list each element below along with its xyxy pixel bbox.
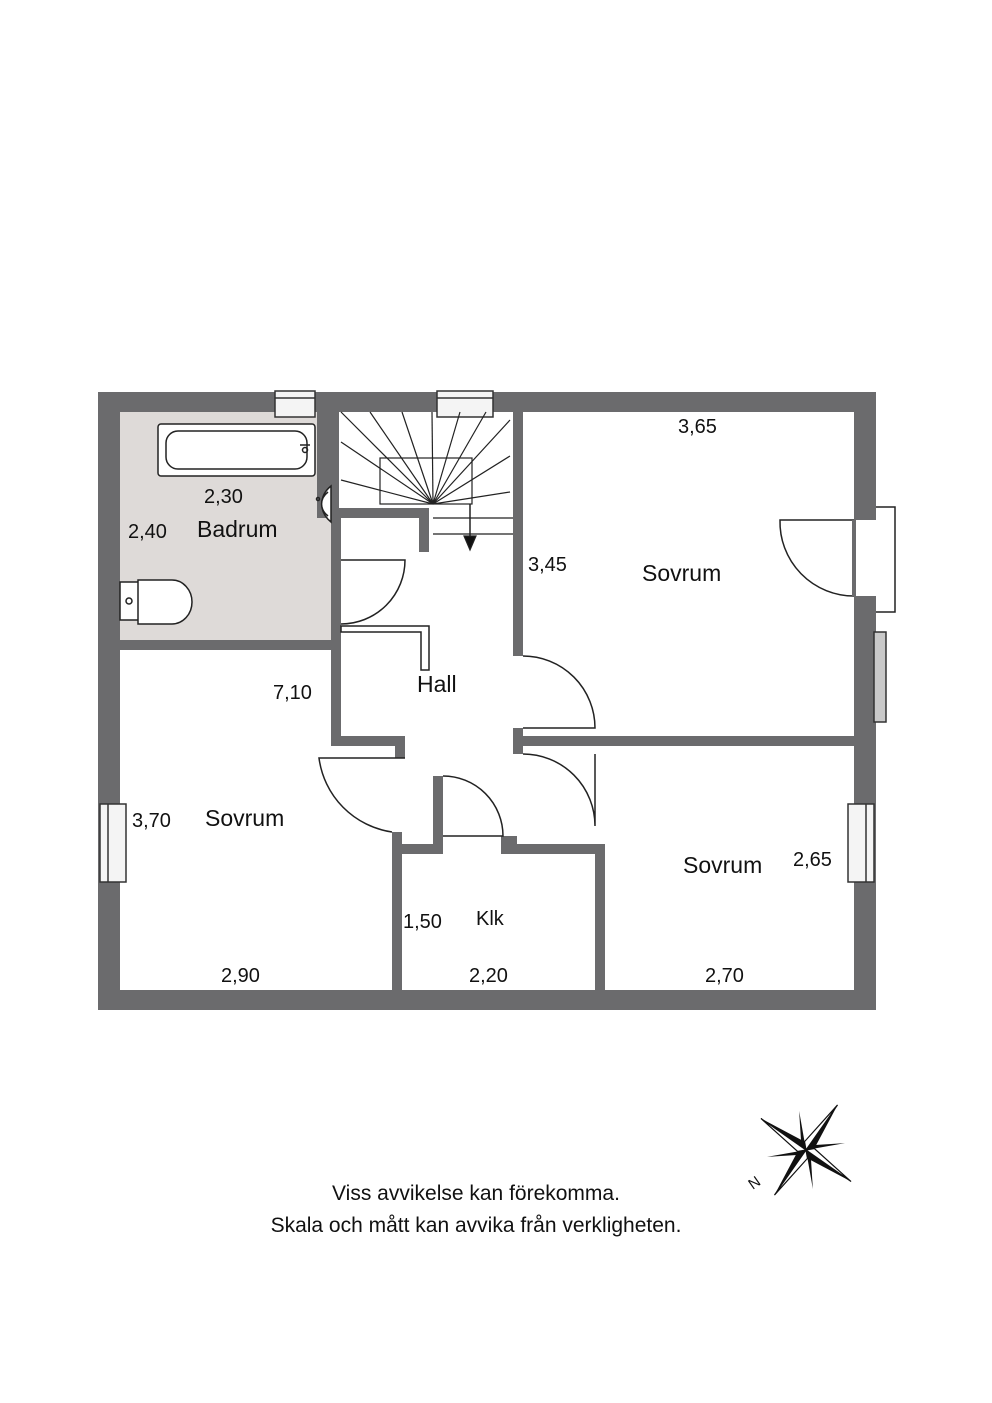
dim-sovrum-w-width: 2,90 xyxy=(221,965,260,987)
disclaimer-line-1: Viss avvikelse kan förekomma. xyxy=(332,1182,620,1205)
room-label-sovrum-w: Sovrum xyxy=(205,805,284,831)
dim-sovrum-ne-height: 3,45 xyxy=(528,554,567,576)
room-label-badrum: Badrum xyxy=(197,516,278,542)
dim-sovrum-ne-width: 3,65 xyxy=(678,416,717,438)
dim-sovrum-w-height: 3,70 xyxy=(132,810,171,832)
door-closet xyxy=(442,775,504,837)
dim-sovrum-se-height: 2,65 xyxy=(793,849,832,871)
room-label-sovrum-se: Sovrum xyxy=(683,852,762,878)
stair-railing xyxy=(340,625,430,671)
disclaimer-line-2: Skala och mått kan avvika från verklighe… xyxy=(270,1214,682,1237)
sink xyxy=(315,484,332,524)
room-label-sovrum-ne: Sovrum xyxy=(642,560,721,586)
windows xyxy=(99,390,887,883)
dim-badrum-height: 2,40 xyxy=(128,521,167,543)
staircase xyxy=(340,411,513,552)
room-label-klk: Klk xyxy=(476,908,505,930)
dim-klk-width: 2,20 xyxy=(469,965,508,987)
compass-rose-icon xyxy=(760,1104,852,1196)
door-bath xyxy=(340,559,406,625)
window-west xyxy=(99,803,127,883)
window-stair xyxy=(436,390,494,418)
dim-hall: 7,10 xyxy=(273,682,312,704)
walls xyxy=(98,392,876,1010)
balcony-door xyxy=(779,506,896,613)
toilet xyxy=(119,579,193,625)
bathtub xyxy=(157,423,316,477)
doors xyxy=(318,559,596,837)
door-se-bedroom xyxy=(522,753,596,827)
dim-badrum-width: 2,30 xyxy=(204,486,243,508)
door-ne-bedroom xyxy=(522,655,596,729)
dim-klk-height: 1,50 xyxy=(403,911,442,933)
window-east-se xyxy=(847,803,875,883)
window-bath xyxy=(274,390,316,418)
dim-sovrum-se-width: 2,70 xyxy=(705,965,744,987)
disclaimer: Viss avvikelse kan förekomma. Skala och … xyxy=(0,1178,952,1242)
door-west-bedroom xyxy=(318,757,405,833)
window-east-ne xyxy=(873,631,887,723)
room-label-hall: Hall xyxy=(417,671,457,697)
